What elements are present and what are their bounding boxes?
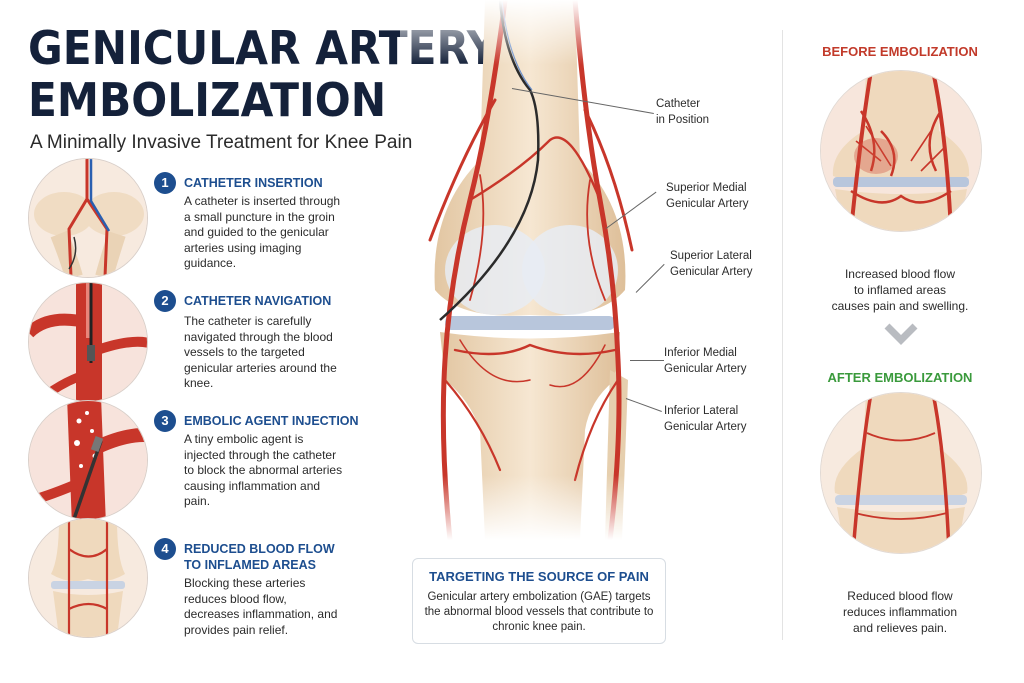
step-2-title: CATHETER NAVIGATION: [184, 294, 332, 308]
label-superior-medial-line-2: Genicular Artery: [666, 198, 749, 210]
label-inferior-medial: Inferior Medial Genicular Artery: [664, 345, 774, 377]
step-2-number-badge: 2: [154, 290, 176, 312]
chevron-down-icon: [884, 323, 918, 345]
label-inferior-medial-line-1: Inferior Medial: [664, 347, 737, 359]
page-subtitle: A Minimally Invasive Treatment for Knee …: [30, 132, 413, 153]
before-caption-line-2: to inflamed areas: [853, 283, 947, 297]
step-3-description: A tiny embolic agent is injected through…: [184, 432, 343, 508]
knee-anatomy-illustration: [400, 0, 660, 540]
label-inferior-lateral-line-2: Genicular Artery: [664, 421, 747, 433]
source-box-title: TARGETING THE SOURCE OF PAIN: [429, 569, 649, 584]
step-4-illustration: [28, 518, 148, 638]
step-4-title-line-1: REDUCED BLOOD FLOW: [184, 542, 335, 556]
before-caption-line-3: causes pain and swelling.: [831, 299, 969, 313]
step-3-number-badge: 3: [154, 410, 176, 432]
step-4-title: REDUCED BLOOD FLOW TO INFLAMED AREAS: [184, 541, 384, 573]
label-catheter: Catheter in Position: [656, 96, 766, 128]
label-inferior-lateral-line-1: Inferior Lateral: [664, 405, 739, 417]
label-inferior-medial-line-2: Genicular Artery: [664, 363, 747, 375]
column-divider: [782, 30, 783, 640]
step-4-number-badge: 4: [154, 538, 176, 560]
before-embolization-title: BEFORE EMBOLIZATION: [822, 44, 978, 59]
step-4-title-line-2: TO INFLAMED AREAS: [184, 558, 316, 572]
step-1-description: A catheter is inserted through a small p…: [184, 194, 341, 270]
source-box-description: Genicular artery embolization (GAE) targ…: [424, 591, 654, 633]
after-caption-line-3: and relieves pain.: [852, 621, 948, 635]
after-caption-line-1: Reduced blood flow: [847, 589, 953, 603]
step-2-illustration: [28, 282, 148, 402]
inferior-medial-leader-line: [630, 360, 664, 361]
title-line-2: EMBOLIZATION: [28, 73, 387, 127]
step-4-description: Blocking these arteries reduces blood fl…: [184, 576, 338, 637]
step-1-illustration: [28, 158, 148, 278]
label-superior-medial-line-1: Superior Medial: [666, 182, 747, 194]
step-1-title: CATHETER INSERTION: [184, 176, 323, 190]
after-embolization-illustration: [820, 392, 982, 554]
after-caption-line-2: reduces inflammation: [842, 605, 958, 619]
label-inferior-lateral: Inferior Lateral Genicular Artery: [664, 403, 774, 435]
targeting-source-box: TARGETING THE SOURCE OF PAIN Genicular a…: [412, 558, 666, 644]
label-superior-lateral-line-1: Superior Lateral: [670, 250, 752, 262]
label-superior-lateral-line-2: Genicular Artery: [670, 266, 753, 278]
before-embolization-illustration: [820, 70, 982, 232]
label-catheter-line-2: in Position: [656, 114, 710, 126]
after-embolization-caption: Reduced blood flow reduces inflammation …: [800, 588, 1000, 636]
step-2-description: The catheter is carefully navigated thro…: [184, 314, 337, 390]
label-superior-medial: Superior Medial Genicular Artery: [666, 180, 776, 212]
label-catheter-line-1: Catheter: [656, 98, 701, 110]
before-caption-line-1: Increased blood flow: [844, 267, 956, 281]
before-embolization-caption: Increased blood flow to inflamed areas c…: [800, 266, 1000, 314]
step-3-title: EMBOLIC AGENT INJECTION: [184, 414, 359, 428]
label-superior-lateral: Superior Lateral Genicular Artery: [670, 248, 780, 280]
step-3-illustration: [28, 400, 148, 520]
after-embolization-title: AFTER EMBOLIZATION: [827, 370, 973, 385]
step-1-number-badge: 1: [154, 172, 176, 194]
